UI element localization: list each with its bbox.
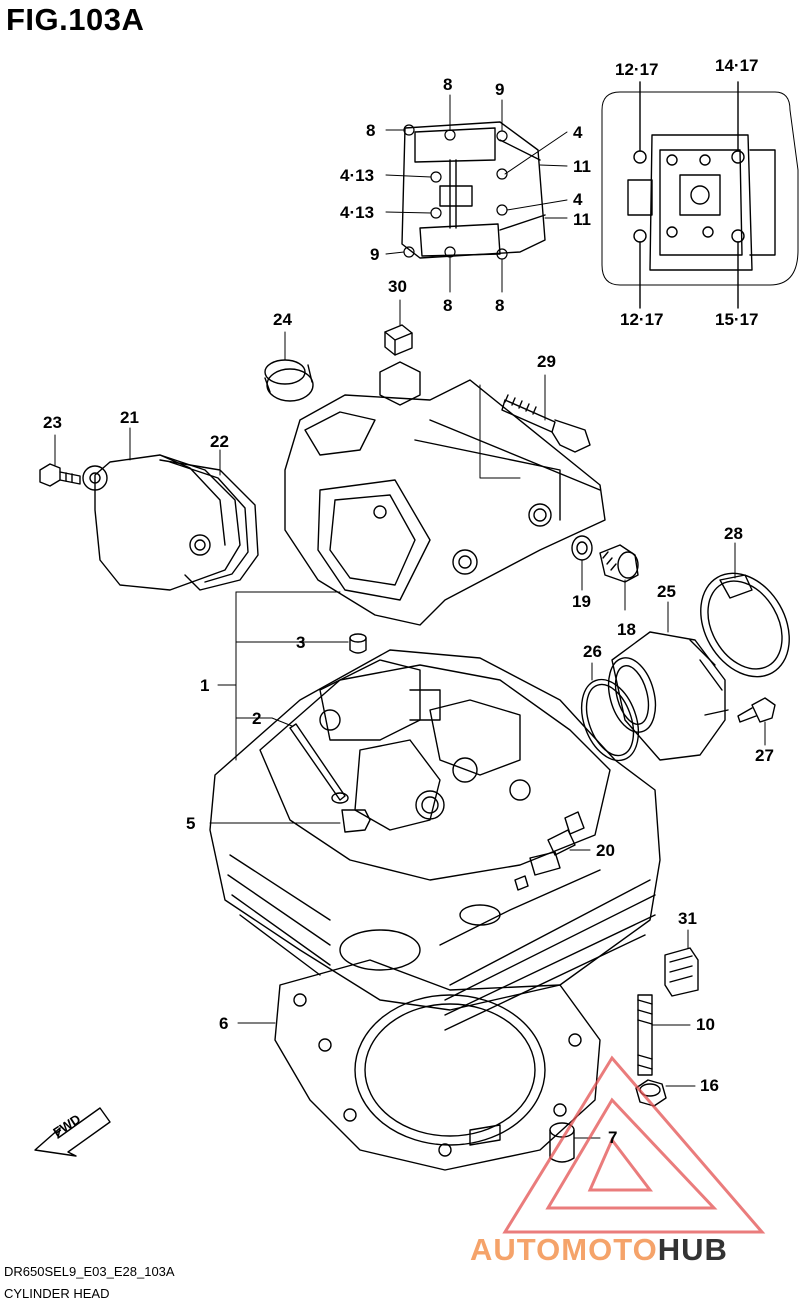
callout-11: 11 <box>573 157 591 176</box>
callout-8: 8 <box>366 121 376 140</box>
callout-31: 31 <box>678 909 697 928</box>
figure-title: FIG.103A <box>6 2 145 37</box>
part-24 <box>264 331 314 402</box>
part-18 <box>599 544 639 611</box>
callout-4: 4 <box>573 123 583 142</box>
part-1-bracket <box>217 591 349 761</box>
callout-20: 20 <box>596 841 615 860</box>
cylinder-head-cover <box>284 361 606 626</box>
callout-7: 7 <box>608 1128 618 1147</box>
top-leader-lines <box>385 94 568 293</box>
callout-6: 6 <box>219 1014 229 1033</box>
part-10 <box>637 994 691 1076</box>
part-3 <box>317 633 367 654</box>
callout-19: 19 <box>572 592 591 611</box>
callout-24: 24 <box>273 310 292 329</box>
part-6-gasket <box>237 959 601 1171</box>
callout-11: 11 <box>573 210 591 229</box>
part-25 <box>607 601 729 761</box>
callout-22: 22 <box>210 432 229 451</box>
part-5 <box>209 792 371 833</box>
watermark-part2: HUB <box>657 1232 728 1267</box>
fwd-arrow-icon <box>34 1107 111 1157</box>
callout-9: 9 <box>370 245 380 264</box>
callout-8: 8 <box>443 296 453 315</box>
callout-5: 5 <box>186 814 196 833</box>
part-29 <box>479 374 591 479</box>
part-16 <box>635 1079 696 1107</box>
callout-3: 3 <box>296 633 306 652</box>
part-28 <box>700 542 790 678</box>
part-20 <box>514 811 591 891</box>
callout-8: 8 <box>495 296 505 315</box>
callout-23: 23 <box>43 413 62 432</box>
part-23 <box>39 434 81 487</box>
callout-15-17: 15·17 <box>715 310 759 329</box>
callout-21: 21 <box>120 408 139 427</box>
callout-8: 8 <box>443 75 453 94</box>
callout-4: 4 <box>573 190 583 209</box>
callout-2: 2 <box>252 709 262 728</box>
part-2 <box>271 717 346 801</box>
callout-4-13: 4·13 <box>340 166 375 185</box>
part-31 <box>664 929 699 997</box>
part-27 <box>737 697 776 746</box>
part-19 <box>571 535 593 591</box>
part-22 <box>159 449 259 591</box>
head-top-view-detail <box>601 81 799 309</box>
callout-12-17: 12·17 <box>620 310 664 329</box>
callout-12-17: 12·17 <box>615 60 659 79</box>
callout-25: 25 <box>657 582 676 601</box>
watermark-text: AUTOMOTOHUB <box>470 1232 728 1268</box>
callout-30: 30 <box>388 277 407 296</box>
figure-code: DR650SEL9_E03_E28_103A <box>4 1264 175 1279</box>
callout-10: 10 <box>696 1015 715 1034</box>
part-26 <box>580 662 640 762</box>
watermark-part1: AUTOMOTO <box>470 1232 658 1267</box>
part-30 <box>384 299 413 356</box>
callout-16: 16 <box>700 1076 719 1095</box>
callout-18: 18 <box>617 620 636 639</box>
cylinder-head-body <box>209 649 661 1031</box>
part-7 <box>549 1122 601 1163</box>
callout-28: 28 <box>724 524 743 543</box>
part-21 <box>82 427 241 591</box>
callout-1: 1 <box>200 676 210 695</box>
tightening-sequence-detail <box>401 121 546 259</box>
watermark-logo <box>502 1055 766 1234</box>
callout-26: 26 <box>583 642 602 661</box>
figure-caption: CYLINDER HEAD <box>4 1286 110 1301</box>
callout-9: 9 <box>495 80 505 99</box>
callout-4-13: 4·13 <box>340 203 375 222</box>
callout-29: 29 <box>537 352 556 371</box>
callout-14-17: 14·17 <box>715 56 759 75</box>
callout-27: 27 <box>755 746 774 765</box>
